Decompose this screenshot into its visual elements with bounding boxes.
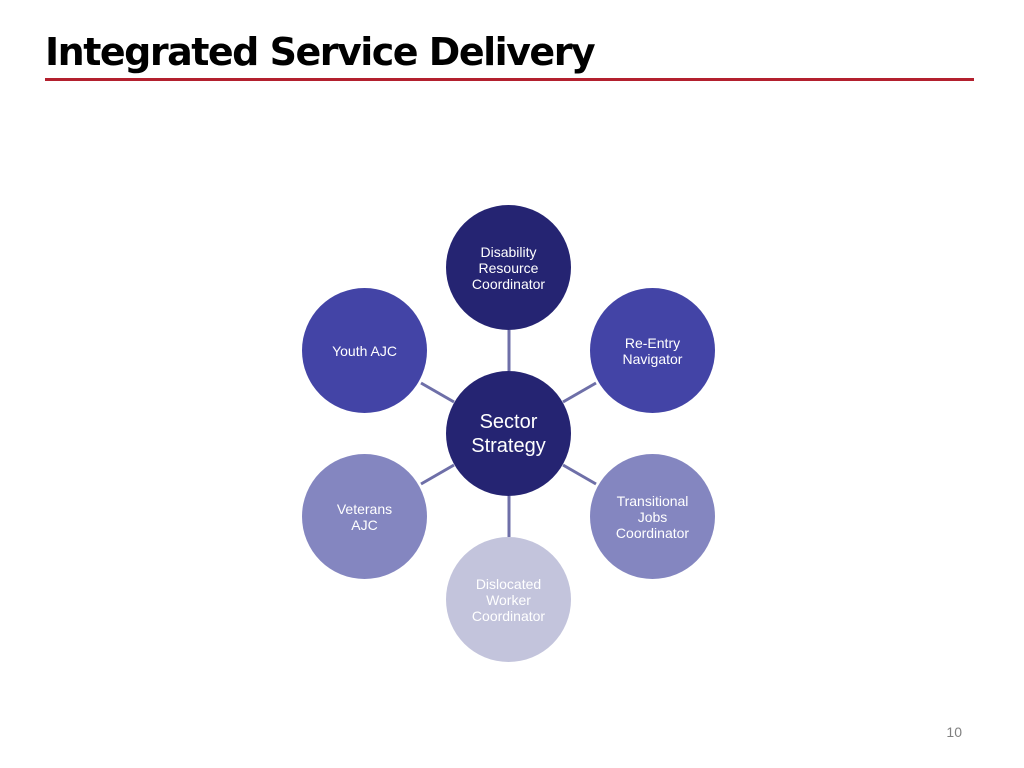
connector-reentry xyxy=(562,381,597,404)
hub-label: Sector Strategy xyxy=(471,410,546,457)
node-re-entry-navigator: Re-Entry Navigator xyxy=(590,288,715,413)
node-label: Disability Resource Coordinator xyxy=(471,243,546,292)
node-label: Veterans AJC xyxy=(336,500,393,533)
node-transitional-jobs-coordinator: Transitional Jobs Coordinator xyxy=(590,454,715,579)
page-number: 10 xyxy=(946,724,962,740)
node-label: Dislocated Worker Coordinator xyxy=(471,575,546,624)
node-disability-resource-coordinator: Disability Resource Coordinator xyxy=(446,205,571,330)
node-label: Re-Entry Navigator xyxy=(622,334,683,367)
node-dislocated-worker-coordinator: Dislocated Worker Coordinator xyxy=(446,537,571,662)
node-label: Youth AJC xyxy=(332,342,397,359)
connector-transitional xyxy=(562,463,597,486)
node-label: Transitional Jobs Coordinator xyxy=(615,492,690,541)
hub-sector-strategy: Sector Strategy xyxy=(446,371,571,496)
connector-youth xyxy=(420,381,455,404)
node-youth-ajc: Youth AJC xyxy=(302,288,427,413)
title-underline xyxy=(45,78,974,81)
slide-title: Integrated Service Delivery xyxy=(45,30,596,74)
connector-veterans xyxy=(420,463,455,486)
node-veterans-ajc: Veterans AJC xyxy=(302,454,427,579)
